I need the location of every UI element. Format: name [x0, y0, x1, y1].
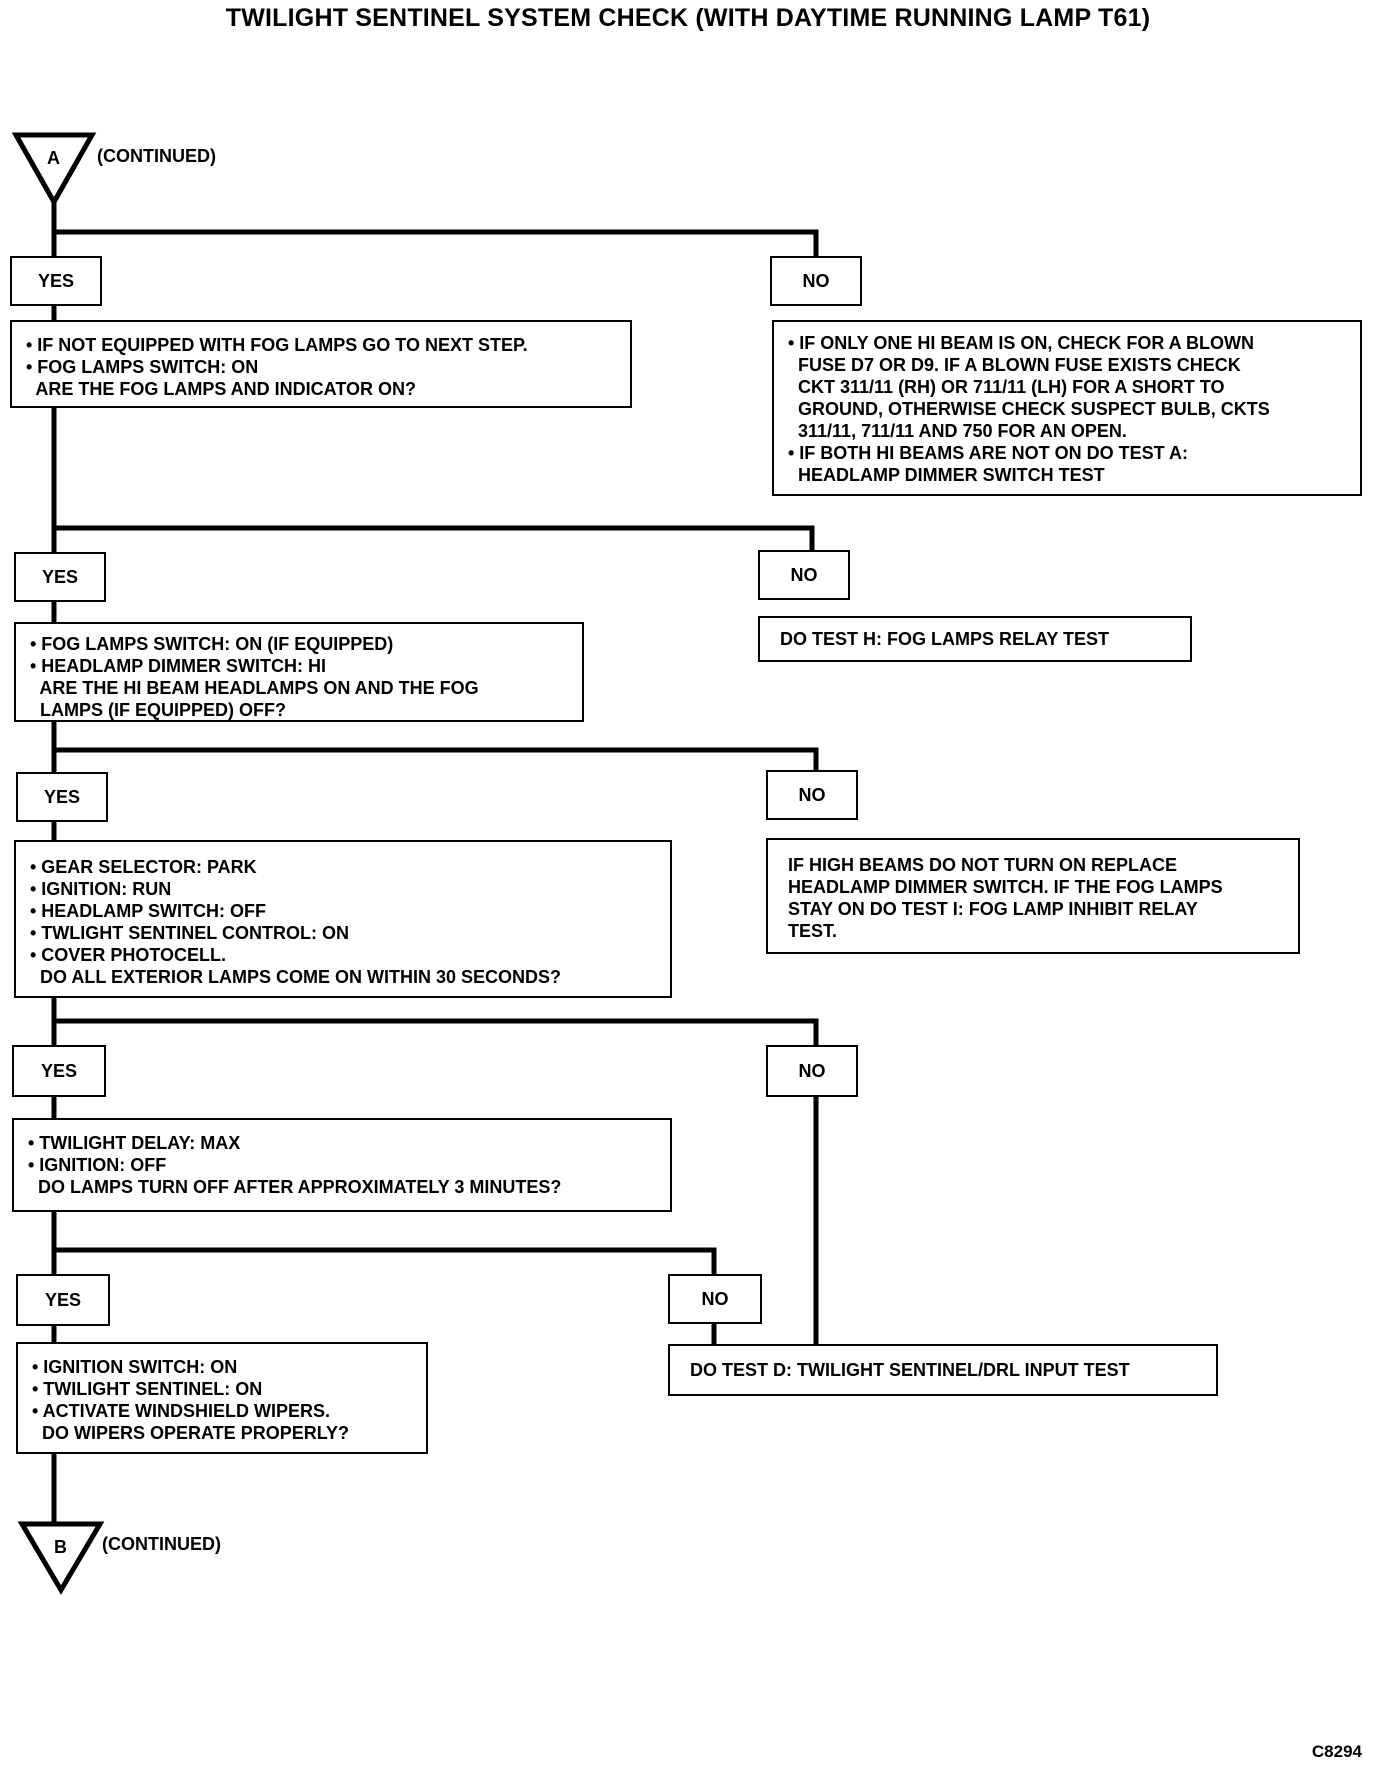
step-line: DO TEST D: TWILIGHT SENTINEL/DRL INPUT T…: [690, 1360, 1130, 1380]
flow-line: [54, 1018, 819, 1051]
fog-lamps-relay-test-action: DO TEST H: FOG LAMPS RELAY TEST: [758, 616, 1192, 662]
no-label: NO: [770, 256, 862, 306]
step-line: • IGNITION SWITCH: ON: [32, 1357, 238, 1377]
step-line: DO WIPERS OPERATE PROPERLY?: [32, 1423, 350, 1443]
yes-label: YES: [12, 1045, 106, 1097]
step-line: ARE THE FOG LAMPS AND INDICATOR ON?: [26, 379, 416, 399]
yes-label: YES: [14, 552, 106, 602]
step-line: • IF BOTH HI BEAMS ARE NOT ON DO TEST A:: [788, 443, 1188, 463]
no-label: NO: [758, 550, 850, 600]
connector-a-label: (CONTINUED): [97, 146, 216, 166]
no-label: NO: [766, 770, 858, 820]
flow-line: [54, 747, 819, 772]
connector-b-triangle: [17, 1521, 105, 1595]
step-line: • TWLIGHT SENTINEL CONTROL: ON: [30, 923, 349, 943]
step-line: • FOG LAMPS SWITCH: ON (IF EQUIPPED): [30, 634, 394, 654]
step-line: GROUND, OTHERWISE CHECK SUSPECT BULB, CK…: [788, 399, 1270, 419]
step-line: • HEADLAMP DIMMER SWITCH: HI: [30, 656, 326, 676]
step-line: HEADLAMP DIMMER SWITCH TEST: [788, 465, 1105, 485]
step-line: STAY ON DO TEST I: FOG LAMP INHIBIT RELA…: [788, 899, 1198, 919]
step-line: TEST.: [788, 921, 838, 941]
figure-code: C8294: [1311, 1742, 1362, 1761]
step-line: HEADLAMP DIMMER SWITCH. IF THE FOG LAMPS: [788, 877, 1223, 897]
step-line: • TWILIGHT SENTINEL: ON: [32, 1379, 263, 1399]
yes-label: YES: [16, 772, 108, 822]
flow-line: [54, 1247, 717, 1278]
dimmer-switch-no-action: IF HIGH BEAMS DO NOT TURN ON REPLACE HEA…: [766, 838, 1300, 954]
input-test-action: DO TEST D: TWILIGHT SENTINEL/DRL INPUT T…: [668, 1344, 1218, 1396]
yes-label: YES: [10, 256, 102, 306]
step-line: DO TEST H: FOG LAMPS RELAY TEST: [780, 629, 1110, 649]
step-line: DO ALL EXTERIOR LAMPS COME ON WITHIN 30 …: [30, 967, 562, 987]
dimmer-switch-check-step: • FOG LAMPS SWITCH: ON (IF EQUIPPED) • H…: [14, 622, 584, 722]
step-line: • ACTIVATE WINDSHIELD WIPERS.: [32, 1401, 330, 1421]
step-line: • FOG LAMPS SWITCH: ON: [26, 357, 259, 377]
diagram-title: TWILIGHT SENTINEL SYSTEM CHECK (WITH DAY…: [225, 4, 1151, 32]
step-line: • IGNITION: OFF: [28, 1155, 167, 1175]
step-line: LAMPS (IF EQUIPPED) OFF?: [30, 700, 286, 720]
step-line: CKT 311/11 (RH) OR 711/11 (LH) FOR A SHO…: [788, 377, 1225, 397]
flow-line: [54, 229, 819, 258]
step-line: DO LAMPS TURN OFF AFTER APPROXIMATELY 3 …: [28, 1177, 562, 1197]
fog-lamps-check-step: • IF NOT EQUIPPED WITH FOG LAMPS GO TO N…: [10, 320, 632, 408]
step-line: • HEADLAMP SWITCH: OFF: [30, 901, 266, 921]
step-line: ARE THE HI BEAM HEADLAMPS ON AND THE FOG: [30, 678, 479, 698]
step-line: IF HIGH BEAMS DO NOT TURN ON REPLACE: [788, 855, 1178, 875]
windshield-wipers-check-step: • IGNITION SWITCH: ON • TWILIGHT SENTINE…: [16, 1342, 428, 1454]
step-line: FUSE D7 OR D9. IF A BLOWN FUSE EXISTS CH…: [788, 355, 1241, 375]
step-line: • TWILIGHT DELAY: MAX: [28, 1133, 241, 1153]
connector-a-triangle: [11, 132, 97, 208]
step-line: • GEAR SELECTOR: PARK: [30, 857, 257, 877]
hi-beam-no-action: • IF ONLY ONE HI BEAM IS ON, CHECK FOR A…: [772, 320, 1362, 496]
step-line: • COVER PHOTOCELL.: [30, 945, 226, 965]
connector-a-letter: A: [47, 148, 60, 168]
step-line: • IF ONLY ONE HI BEAM IS ON, CHECK FOR A…: [788, 333, 1254, 353]
step-line: • IF NOT EQUIPPED WITH FOG LAMPS GO TO N…: [26, 335, 528, 355]
yes-label: YES: [16, 1274, 110, 1326]
step-line: 311/11, 711/11 AND 750 FOR AN OPEN.: [788, 421, 1127, 441]
no-label: NO: [766, 1045, 858, 1097]
connector-b-label: (CONTINUED): [102, 1534, 221, 1554]
twilight-delay-check-step: • TWILIGHT DELAY: MAX • IGNITION: OFF DO…: [12, 1118, 672, 1212]
no-label: NO: [668, 1274, 762, 1324]
exterior-lamps-check-step: • GEAR SELECTOR: PARK • IGNITION: RUN • …: [14, 840, 672, 998]
flow-line: [54, 525, 815, 552]
connector-b-letter: B: [54, 1537, 67, 1557]
step-line: • IGNITION: RUN: [30, 879, 172, 899]
